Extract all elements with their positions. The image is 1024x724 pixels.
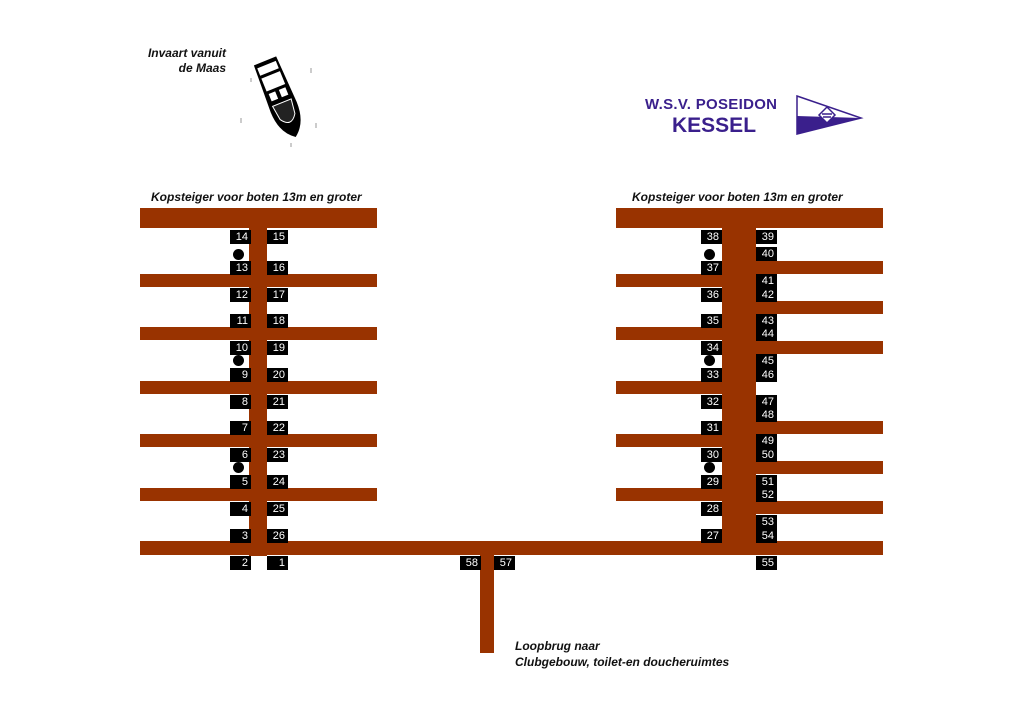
berth-label[interactable]: 14 (230, 230, 251, 244)
berth-label[interactable]: 46 (756, 368, 777, 382)
boat-icon (240, 56, 317, 147)
berth-label[interactable]: 12 (230, 288, 251, 302)
berth-label[interactable]: 20 (267, 368, 288, 382)
berth-label[interactable]: 50 (756, 448, 777, 462)
berth-label[interactable]: 33 (701, 368, 722, 382)
berth-label[interactable]: 23 (267, 448, 288, 462)
left-finger-pier (140, 274, 377, 287)
right-pier-right-finger (756, 341, 883, 354)
berth-label[interactable]: 38 (701, 230, 722, 244)
berth-label[interactable]: 51 (756, 475, 777, 489)
berth-label[interactable]: 47 (756, 395, 777, 409)
berth-label[interactable]: 36 (701, 288, 722, 302)
berth-label[interactable]: 55 (756, 556, 777, 570)
post-marker (704, 462, 715, 473)
berth-label[interactable]: 13 (230, 261, 251, 275)
berth-label[interactable]: 32 (701, 395, 722, 409)
berth-label[interactable]: 3 (230, 529, 251, 543)
berth-label[interactable]: 21 (267, 395, 288, 409)
gangway-to-clubhouse (480, 541, 494, 653)
berth-label[interactable]: 28 (701, 502, 722, 516)
berth-label[interactable]: 30 (701, 448, 722, 462)
berth-label[interactable]: 40 (756, 247, 777, 261)
berth-label[interactable]: 24 (267, 475, 288, 489)
left-finger-pier (140, 327, 377, 340)
left-finger-pier (140, 381, 377, 394)
berth-label[interactable]: 10 (230, 341, 251, 355)
right-pier-left-finger (616, 327, 722, 340)
berth-label[interactable]: 1 (267, 556, 288, 570)
berth-label[interactable]: 35 (701, 314, 722, 328)
berth-label[interactable]: 58 (460, 556, 481, 570)
right-pier-left-finger (616, 434, 722, 447)
entrance-label-line1: Invaart vanuit (147, 46, 226, 60)
right-pier-left-finger (616, 274, 722, 287)
berth-label[interactable]: 57 (494, 556, 515, 570)
berth-label[interactable]: 7 (230, 421, 251, 435)
right-pier-right-finger (756, 261, 883, 274)
berth-label[interactable]: 54 (756, 529, 777, 543)
berth-label[interactable]: 44 (756, 327, 777, 341)
berth-label[interactable]: 4 (230, 502, 251, 516)
berth-label[interactable]: 26 (267, 529, 288, 543)
berth-label[interactable]: 27 (701, 529, 722, 543)
gangway-caption: Loopbrug naar Clubgebouw, toilet-en douc… (515, 638, 729, 670)
berth-label[interactable]: 6 (230, 448, 251, 462)
berth-label[interactable]: 52 (756, 488, 777, 502)
right-pier-right-finger (756, 501, 883, 514)
left-finger-pier (140, 488, 377, 501)
berth-label[interactable]: 53 (756, 515, 777, 529)
berth-label[interactable]: 42 (756, 288, 777, 302)
berth-label[interactable]: 18 (267, 314, 288, 328)
berth-label[interactable]: 15 (267, 230, 288, 244)
post-marker (233, 249, 244, 260)
right-pier-left-finger (616, 381, 722, 394)
berth-label[interactable]: 17 (267, 288, 288, 302)
right-head-caption: Kopsteiger voor boten 13m en groter (632, 190, 843, 204)
berth-label[interactable]: 8 (230, 395, 251, 409)
berth-label[interactable]: 48 (756, 408, 777, 422)
post-marker (233, 355, 244, 366)
right-pier-right-finger (756, 421, 883, 434)
berth-label[interactable]: 43 (756, 314, 777, 328)
berth-label[interactable]: 25 (267, 502, 288, 516)
entrance-label: Invaart vanuit de Maas (146, 46, 226, 76)
post-marker (704, 249, 715, 260)
berth-label[interactable]: 16 (267, 261, 288, 275)
club-location: KESSEL (672, 114, 757, 137)
gangway-caption-line1: Loopbrug naar (515, 639, 600, 653)
left-head-caption: Kopsteiger voor boten 13m en groter (151, 190, 362, 204)
berth-label[interactable]: 19 (267, 341, 288, 355)
left-finger-pier (140, 434, 377, 447)
main-walkway (140, 541, 883, 555)
entrance-label-line2: de Maas (178, 61, 226, 75)
berth-label[interactable]: 45 (756, 354, 777, 368)
right-main-spine (722, 208, 756, 548)
berth-label[interactable]: 34 (701, 341, 722, 355)
berth-label[interactable]: 31 (701, 421, 722, 435)
berth-label[interactable]: 5 (230, 475, 251, 489)
right-pier-left-finger (616, 488, 722, 501)
post-marker (704, 355, 715, 366)
berth-label[interactable]: 49 (756, 434, 777, 448)
right-pier-right-finger (756, 461, 883, 474)
berth-label[interactable]: 37 (701, 261, 722, 275)
berth-label[interactable]: 22 (267, 421, 288, 435)
berth-label[interactable]: 41 (756, 274, 777, 288)
berth-label[interactable]: 9 (230, 368, 251, 382)
club-name: W.S.V. POSEIDON (645, 96, 778, 113)
right-pier-right-finger (756, 301, 883, 314)
post-marker (233, 462, 244, 473)
berth-label[interactable]: 11 (230, 314, 251, 328)
berth-label[interactable]: 39 (756, 230, 777, 244)
berth-label[interactable]: 29 (701, 475, 722, 489)
berth-label[interactable]: 2 (230, 556, 251, 570)
gangway-caption-line2: Clubgebouw, toilet-en doucheruimtes (515, 655, 730, 669)
club-pennant-logo (796, 94, 864, 135)
